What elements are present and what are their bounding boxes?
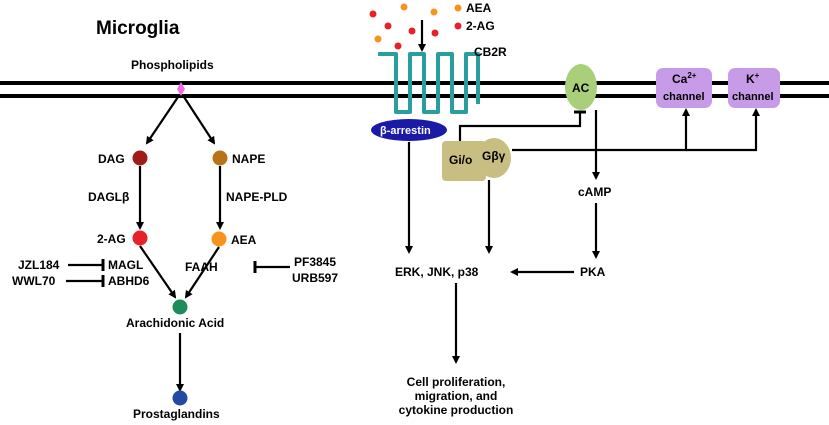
cb2r-receptor [378,52,480,114]
arrow-gby-to-k-channel [686,108,760,152]
diagram-title: Microglia [96,18,180,39]
phospholipid-marker [177,82,185,96]
ligand-dot [400,3,408,11]
k-channel [728,68,780,108]
erk-jnk-p38-label: ERK, JNK, p38 [395,265,479,279]
daglb-label: DAGLβ [88,190,129,204]
arachidonic-acid-label: Arachidonic Acid [126,316,224,330]
arrow-phospholipids-to-nape [183,96,216,145]
k-channel-label-bottom: channel [732,91,774,103]
ac-enzyme [565,64,597,110]
pf3845-label: PF3845 [294,255,336,269]
phospholipids-label: Phospholipids [131,58,214,72]
urb597-label: URB597 [292,271,338,285]
nape-label: NAPE [232,152,265,166]
arrow-phospholipids-to-dag [145,96,179,145]
2ag-node [132,230,148,246]
aea-label: AEA [231,233,257,247]
prostaglandins-label: Prostaglandins [133,407,220,421]
aea-legend-dot [454,4,462,12]
ligand-dot [430,8,438,16]
faah-label: FAAH [185,260,218,274]
arachidonic-acid-node [172,299,188,315]
2ag-legend-label: 2-AG [466,19,495,33]
gio-subunit [442,141,486,181]
outcome-line-2: migration, and [415,389,498,403]
dag-label: DAG [98,152,125,166]
camp-label: cAMP [578,185,611,199]
gby-label: Gβγ [482,149,506,163]
arrow-gby-to-ca-channel [512,108,690,152]
prostaglandins-node [172,390,188,406]
2ag-legend-dot [454,22,462,30]
outcome-line-1: Cell proliferation, [407,375,506,389]
2ag-label: 2-AG [97,232,126,246]
ligand-dot [374,35,382,43]
arrow-2ag-to-aa [139,245,177,299]
k-channel-label-top: K+ [746,71,760,86]
ac-label: AC [572,81,590,95]
magl-label: MAGL [108,258,143,272]
ca-channel-label-bottom: channel [663,91,705,103]
beta-arrestin-shape [371,119,447,141]
outcome-line-3: cytokine production [399,403,514,417]
cb2r-label: CB2R [474,45,507,59]
ligand-dot [431,29,439,37]
nape-node [212,150,228,166]
arrow-aea-to-aa [184,246,220,299]
ca-channel [656,68,712,108]
pka-label: PKA [580,265,606,279]
abhd6-label: ABHD6 [108,274,150,288]
gio-label: Gi/o [449,153,472,167]
beta-arrestin-label: β-arrestin [380,125,431,137]
ligand-dot [394,42,402,50]
ligand-dot [408,27,416,35]
nape-pld-label: NAPE-PLD [226,190,288,204]
aea-legend-label: AEA [466,1,492,15]
gby-subunit [477,138,511,178]
gio-inhibit-ac-line [458,112,582,141]
ligand-dot [369,10,377,18]
ligand-dot [384,22,392,30]
jzl184-label: JZL184 [18,258,60,272]
ca-channel-label-top: Ca2+ [672,71,697,86]
aea-node [211,231,227,247]
dag-node [132,150,148,166]
wwl70-label: WWL70 [12,274,56,288]
